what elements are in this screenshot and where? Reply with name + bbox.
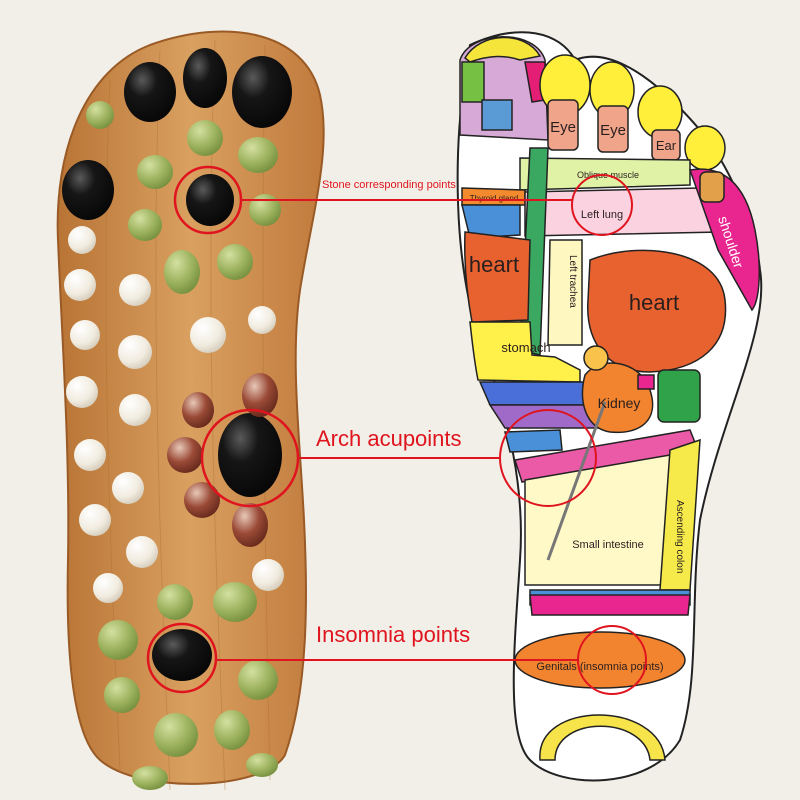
zone-heart-big: heart [629,290,679,315]
stone-callout-ring-right [571,174,633,236]
callout-labels: Stone corresponding points Arch acupoint… [316,179,470,647]
callouts [146,165,647,695]
insomnia-callout-ring-left [146,622,218,694]
zone-left-trachea: Left trachea [567,255,578,308]
red-stones [167,373,278,547]
zone-heart-left: heart [469,252,519,277]
zone-small-intestine: Small intestine [572,539,644,551]
zone-eye-1: Eye [550,119,576,136]
zone-eye-2: Eye [600,122,626,139]
white-stones [64,226,284,603]
callout-insomnia-label: Insomnia points [316,622,470,647]
zone-thyroid-gland: Thyroid gland [470,194,518,203]
zone-left-lung: Left lung [581,209,623,221]
zone-ear: Ear [656,138,677,153]
zone-genitals: Genitals (insomnia points) [536,661,663,673]
callout-arch-label: Arch acupoints [316,426,462,451]
green-stones [86,101,281,790]
zone-kidney: Kidney [598,395,641,411]
wooden-sandal [56,30,325,791]
reflexology-foot-map [456,31,763,782]
black-stones [62,48,292,681]
zone-stomach: stomach [501,340,550,355]
zone-ascending-colon: Ascending colon [674,500,685,573]
callout-stone-label: Stone corresponding points [322,179,456,191]
